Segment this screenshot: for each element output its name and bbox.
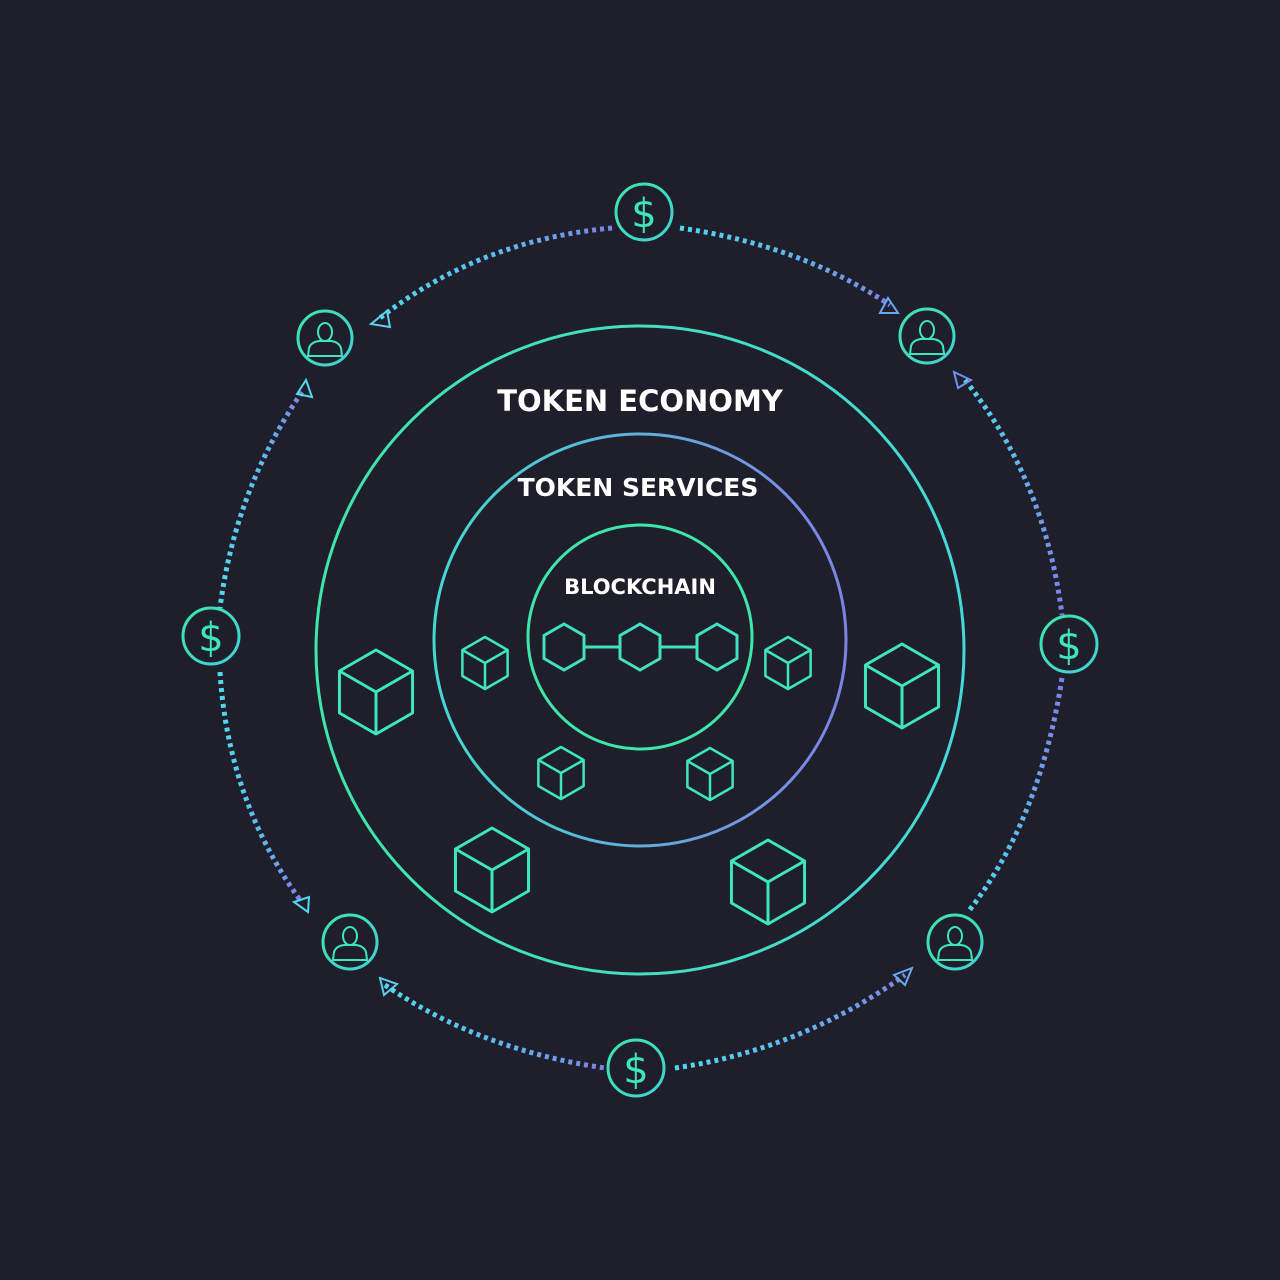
arrow-head-icon bbox=[878, 296, 900, 314]
dollar-icon: $ bbox=[623, 1047, 648, 1093]
orbit-arc-right-lower bbox=[966, 677, 1065, 914]
arrow-head-icon bbox=[368, 309, 392, 329]
dollar-icon: $ bbox=[631, 191, 656, 237]
hexagon-block-icon bbox=[618, 622, 662, 672]
coin-bottom: $ bbox=[606, 1038, 666, 1098]
token-economy-label: TOKEN ECONOMY bbox=[497, 384, 784, 418]
orbit-arc-left-upper bbox=[217, 390, 305, 609]
hexagon-block-icon bbox=[695, 622, 739, 672]
token-services-label: TOKEN SERVICES bbox=[518, 473, 759, 502]
cube-icon bbox=[764, 635, 812, 691]
orbit-arc-top-left bbox=[378, 225, 613, 320]
orbit-flow bbox=[217, 225, 1065, 1071]
dollar-icon: $ bbox=[198, 615, 223, 661]
orbit-arc-right-upper bbox=[963, 378, 1065, 616]
hexagon-block-icon bbox=[542, 622, 586, 672]
user-icon bbox=[306, 322, 344, 357]
user-bottom-left bbox=[321, 913, 379, 971]
orbit-arc-bottom-left bbox=[383, 982, 606, 1071]
user-top-right bbox=[898, 307, 956, 365]
token-services-ring bbox=[432, 432, 848, 848]
coin-top: $ bbox=[614, 182, 674, 242]
orbit-arc-top-right bbox=[679, 225, 892, 308]
cube-icon bbox=[537, 745, 585, 801]
cubes-layer bbox=[337, 635, 941, 926]
user-icon bbox=[331, 926, 369, 961]
cube-icon bbox=[686, 746, 734, 802]
arrow-head-icon bbox=[291, 895, 311, 914]
arrow-head-icon bbox=[378, 976, 399, 997]
user-icon bbox=[936, 926, 974, 961]
coin-left: $ bbox=[181, 606, 241, 666]
arrow-head-icon bbox=[892, 966, 914, 987]
orbit-arc-bottom-right bbox=[674, 972, 907, 1071]
blockchain-label: BLOCKCHAIN bbox=[564, 575, 716, 599]
cube-icon bbox=[729, 838, 807, 926]
user-bottom-right bbox=[926, 913, 984, 971]
arrow-head-icon bbox=[295, 377, 314, 399]
flow-arrows bbox=[291, 296, 974, 997]
coin-right: $ bbox=[1039, 614, 1099, 674]
cube-icon bbox=[863, 642, 941, 730]
cube-icon bbox=[337, 648, 415, 736]
cube-icon bbox=[453, 826, 531, 914]
dollar-icon: $ bbox=[1056, 623, 1081, 669]
user-icon bbox=[908, 320, 946, 355]
blockchain-ring bbox=[526, 523, 754, 751]
arrow-head-icon bbox=[952, 370, 974, 390]
blockchain-chain bbox=[542, 622, 739, 672]
cube-icon bbox=[461, 635, 509, 691]
token-economy-ring bbox=[314, 324, 966, 976]
user-top-left bbox=[296, 309, 354, 367]
orbit-arc-left-lower bbox=[217, 671, 303, 902]
orbit-nodes: $ $ $ $ bbox=[181, 182, 1099, 1098]
